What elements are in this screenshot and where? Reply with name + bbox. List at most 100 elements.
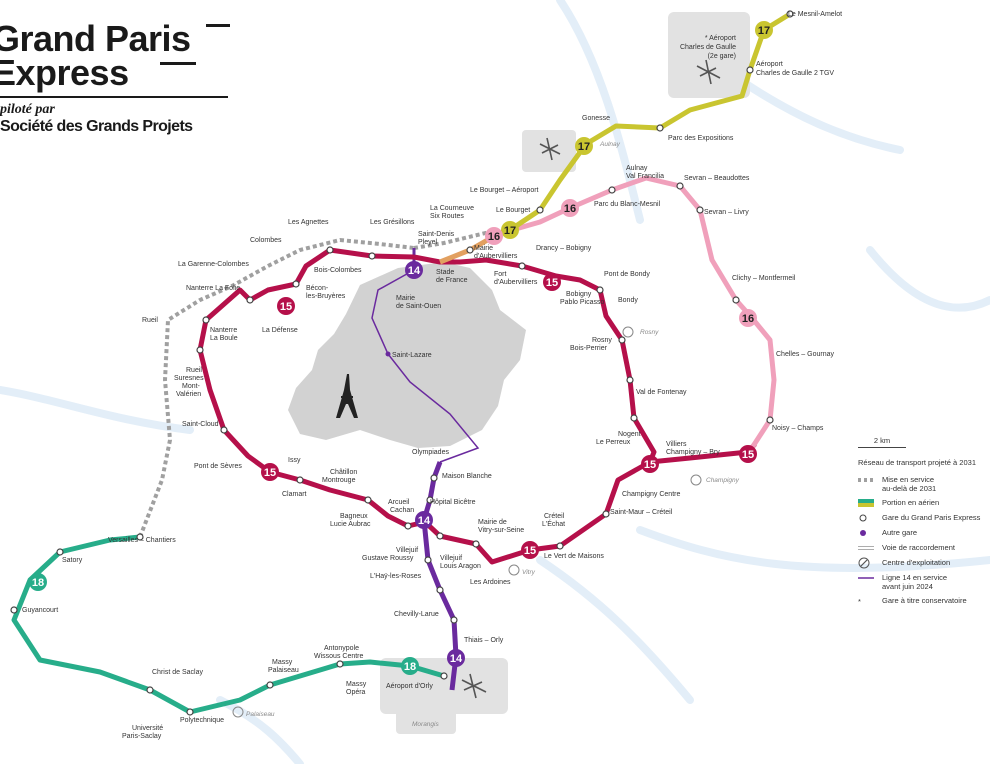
scale-bar: 2 km bbox=[858, 436, 906, 448]
station-label: Mairie de bbox=[478, 519, 507, 526]
map-legend: 2 km Réseau de transport projeté à 2031 … bbox=[858, 436, 988, 611]
station-label: Massy bbox=[272, 659, 293, 666]
depot-label: Palaiseau bbox=[246, 711, 275, 718]
svg-text:15: 15 bbox=[546, 277, 558, 289]
line14-badge-north: 14 bbox=[405, 261, 423, 279]
station-label: Versailles – Chantiers bbox=[108, 537, 176, 544]
station-label: Val Francilia bbox=[626, 173, 664, 180]
station-label: Champigny Centre bbox=[622, 491, 680, 498]
station-label: les-Bruyères bbox=[306, 293, 346, 300]
svg-text:15: 15 bbox=[280, 301, 292, 313]
station-label: Sevran – Beaudottes bbox=[684, 175, 750, 182]
station-label: Mont- bbox=[182, 383, 201, 390]
depot-label: Vitry bbox=[522, 569, 536, 576]
legend-title: Réseau de transport projeté à 2031 bbox=[858, 458, 976, 467]
brand-title-line2: Express bbox=[0, 52, 129, 93]
station-label: Bois-Perrier bbox=[570, 345, 608, 352]
station-label: Valérien bbox=[176, 391, 201, 398]
station-label: Issy bbox=[288, 457, 301, 464]
svg-text:17: 17 bbox=[578, 141, 590, 153]
line18-badge-east: 18 bbox=[401, 657, 419, 675]
station-label: Noisy – Champs bbox=[772, 425, 824, 432]
svg-text:15: 15 bbox=[644, 459, 656, 471]
depot-label: Aulnay bbox=[599, 141, 621, 148]
line17-badge-north: 17 bbox=[755, 21, 773, 39]
brand-title-line1: Grand Paris bbox=[0, 18, 191, 59]
station-label: Sevran – Livry bbox=[704, 209, 749, 216]
station-label: Bécon- bbox=[306, 285, 329, 292]
svg-text:17: 17 bbox=[504, 225, 516, 237]
station-label: Bagneux bbox=[340, 513, 368, 520]
station-label: Bondy bbox=[618, 297, 638, 304]
station-label: Parc du Blanc-Mesnil bbox=[594, 201, 661, 208]
line16-badge-east: 16 bbox=[739, 309, 757, 327]
brand-dash-2 bbox=[160, 62, 196, 65]
station-label: Nogent bbox=[618, 431, 641, 438]
station-label: Olympiades bbox=[412, 449, 449, 456]
depot-label: Rosny bbox=[640, 329, 659, 336]
legend-item: Gare du Grand Paris Express bbox=[858, 513, 988, 523]
dotted-line-icon bbox=[858, 475, 882, 485]
station-label: Champigny – Bry bbox=[666, 449, 720, 456]
other-station-icon bbox=[858, 528, 882, 538]
airplane-icon bbox=[696, 59, 721, 85]
line14-historic-icon bbox=[858, 573, 882, 583]
depot-label: Champigny bbox=[706, 477, 740, 484]
station-label: Gonesse bbox=[582, 115, 610, 122]
brand-subtitle: piloté par bbox=[0, 102, 55, 117]
station-label: Thiais – Orly bbox=[464, 637, 504, 644]
cdg-airport-zone bbox=[668, 12, 750, 98]
station-label: Colombes bbox=[250, 237, 282, 244]
station-label: Le Mesnil-Amelot bbox=[788, 11, 842, 18]
legend-item: Portion en aérien bbox=[858, 498, 988, 508]
station-label: Opéra bbox=[346, 689, 366, 696]
line17-badge-bourget: 17 bbox=[501, 221, 519, 239]
station-label: Chelles – Gournay bbox=[776, 351, 834, 358]
station-label: Les Grésillons bbox=[370, 219, 415, 226]
legend-label: Voie de raccordement bbox=[882, 543, 955, 552]
station-label: Fort bbox=[494, 271, 507, 278]
svg-text:17: 17 bbox=[758, 25, 770, 37]
legend-item: Voie de raccordement bbox=[858, 543, 988, 553]
station-label: Pont de Sèvres bbox=[194, 463, 242, 470]
line18-track bbox=[11, 534, 445, 715]
connecting-track-icon bbox=[858, 543, 882, 553]
legend-label: Gare à titre conservatoire bbox=[882, 596, 967, 605]
station-label: La Courneuve bbox=[430, 205, 474, 212]
svg-text:15: 15 bbox=[264, 467, 276, 479]
station-label: L'Haÿ-les-Roses bbox=[370, 573, 422, 580]
legend-label: Portion en aérien bbox=[882, 498, 940, 507]
svg-text:15: 15 bbox=[524, 545, 536, 557]
station-label: Suresnes bbox=[174, 375, 204, 382]
svg-text:16: 16 bbox=[564, 203, 576, 215]
depot-label: Morangis bbox=[412, 721, 439, 728]
brand-dash-1 bbox=[206, 24, 230, 27]
line18-track bbox=[120, 537, 150, 690]
airplane-icon bbox=[539, 137, 561, 161]
station-label: Satory bbox=[62, 557, 83, 564]
station-label: La Défense bbox=[262, 327, 298, 334]
legend-item: Autre gare bbox=[858, 528, 988, 538]
station-label: (2e gare) bbox=[708, 53, 736, 60]
station-label: Pleyel bbox=[418, 239, 438, 246]
gpe-station-icon bbox=[858, 513, 882, 523]
station-label: de France bbox=[436, 277, 468, 284]
line14-historic-track bbox=[371, 269, 480, 463]
station-label: Mairie bbox=[396, 295, 415, 302]
line15-badge-south: 15 bbox=[521, 541, 539, 559]
station-label: Villejuif bbox=[396, 547, 418, 554]
station-label: Rosny bbox=[592, 337, 612, 344]
svg-text:14: 14 bbox=[408, 265, 421, 277]
station-label: Créteil bbox=[544, 513, 565, 520]
station-label: Louis Aragon bbox=[440, 563, 481, 570]
station-label: Charles de Gaulle bbox=[680, 44, 736, 51]
station-label: Le Bourget bbox=[496, 207, 530, 214]
station-label: Polytechnique bbox=[180, 717, 224, 724]
station-label: Aéroport bbox=[756, 61, 783, 68]
brand-block: Grand Paris Express piloté par Société d… bbox=[0, 18, 240, 136]
station-label: Aéroport d'Orly bbox=[386, 683, 433, 690]
station-label: Saint-Denis bbox=[418, 231, 455, 238]
station-label: Villiers bbox=[666, 441, 687, 448]
legend-label: Gare du Grand Paris Express bbox=[882, 513, 981, 522]
